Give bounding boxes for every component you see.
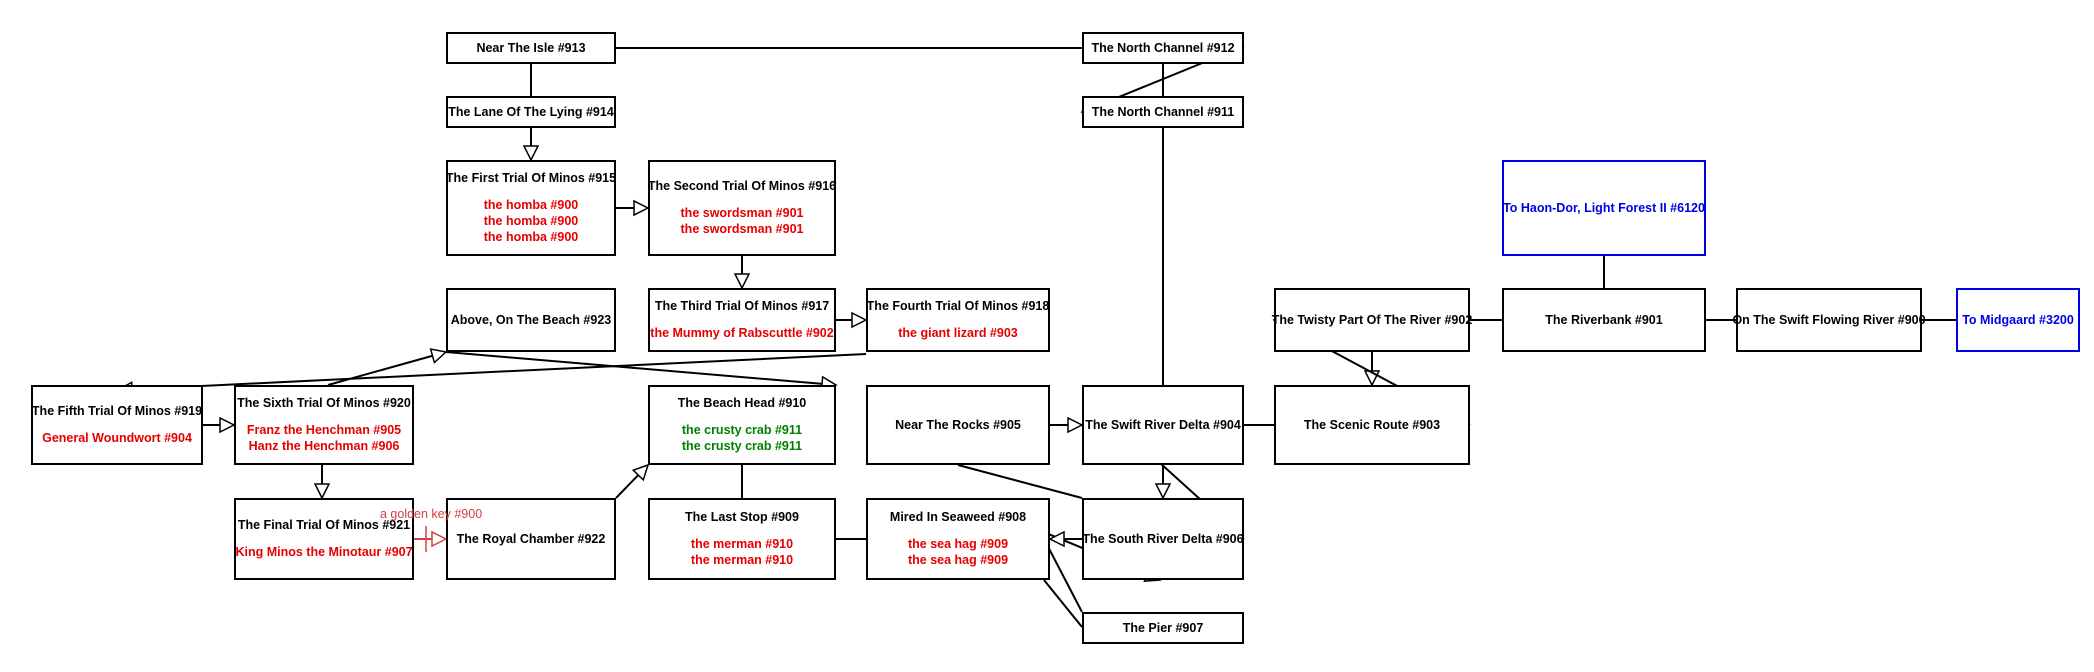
mob-entry: the homba #900 [483, 230, 579, 244]
mob-entry: the Mummy of Rabscuttle #902 [650, 326, 834, 340]
arrowhead [522, 145, 540, 162]
room-907[interactable]: The Pier #907 [1082, 612, 1244, 644]
room-title: The South River Delta #906 [1082, 532, 1244, 546]
room-title: The Third Trial Of Minos #917 [654, 299, 830, 313]
room-mob-list: the swordsman #901 the swordsman #901 [681, 205, 804, 237]
room-title: The Lane Of The Lying #914 [448, 105, 614, 119]
mob-entry: Hanz the Henchman #906 [248, 439, 400, 453]
room-title: The Twisty Part Of The River #902 [1271, 313, 1473, 327]
arrowhead [733, 273, 751, 290]
room-911[interactable]: The North Channel #911 [1082, 96, 1244, 128]
room-title: The First Trial Of Minos #915 [445, 171, 617, 185]
key-label: a golden key #900 [380, 507, 483, 521]
room-mob-list: the giant lizard #903 [898, 325, 1017, 341]
arrowhead [851, 311, 868, 329]
room-901[interactable]: The Riverbank #901 [1502, 288, 1706, 352]
mob-entry: the swordsman #901 [680, 206, 804, 220]
room-915[interactable]: The First Trial Of Minos #915 the homba #… [446, 160, 616, 256]
room-title: To Haon-Dor, Light Forest II #6120 [1503, 201, 1705, 215]
mob-entry: the merman #910 [690, 537, 794, 551]
room-title: Near The Isle #913 [476, 41, 586, 55]
room-mob-list: General Woundwort #904 [42, 430, 192, 446]
room-title: The Royal Chamber #922 [456, 532, 606, 546]
room-916[interactable]: The Second Trial Of Minos #916 the swords… [648, 160, 836, 256]
room-mob-list: the Mummy of Rabscuttle #902 [650, 325, 833, 341]
mob-entry: the homba #900 [483, 214, 579, 228]
room-917[interactable]: The Third Trial Of Minos #917 the Mummy o… [648, 288, 836, 352]
room-title: The Sixth Trial Of Minos #920 [237, 396, 411, 410]
room-904[interactable]: The Swift River Delta #904 [1082, 385, 1244, 465]
mob-entry: General Woundwort #904 [42, 431, 192, 445]
room-title: The Swift River Delta #904 [1085, 418, 1241, 432]
link-920-923 [327, 351, 447, 386]
room-mob-list: the sea hag #909 the sea hag #909 [908, 536, 1008, 568]
room-title: The Final Trial Of Minos #921 [237, 518, 411, 532]
room-905[interactable]: Near The Rocks #905 [866, 385, 1050, 465]
mob-entry: the sea hag #909 [907, 537, 1009, 551]
room-title: The Last Stop #909 [685, 510, 799, 524]
mob-entry: King Minos the Minotaur #907 [235, 545, 413, 559]
link-918-919 [117, 353, 867, 391]
room-title: The Fourth Trial Of Minos #918 [866, 299, 1050, 313]
arrowhead [219, 416, 236, 434]
room-906[interactable]: The South River Delta #906 [1082, 498, 1244, 580]
link-907-906 [1043, 579, 1083, 628]
mob-entry: the merman #910 [690, 553, 794, 567]
link-905-906 [957, 464, 1083, 499]
room-title: The Pier #907 [1122, 621, 1204, 635]
mob-entry: the swordsman #901 [680, 222, 804, 236]
link-923-910 [445, 351, 837, 386]
room-923[interactable]: Above, On The Beach #923 [446, 288, 616, 352]
room-6120[interactable]: To Haon-Dor, Light Forest II #6120 [1502, 160, 1706, 256]
room-mob-list: King Minos the Minotaur #907 [235, 544, 412, 560]
room-913[interactable]: Near The Isle #913 [446, 32, 616, 64]
link-907-908 [1043, 538, 1083, 613]
arrowhead [1067, 416, 1084, 434]
room-title: Mired In Seaweed #908 [889, 510, 1027, 524]
room-918[interactable]: The Fourth Trial Of Minos #918 the giant … [866, 288, 1050, 352]
arrowhead [429, 348, 448, 364]
room-title: To Midgaard #3200 [1962, 313, 2074, 327]
room-title: The Fifth Trial Of Minos #919 [31, 404, 203, 418]
room-914[interactable]: The Lane Of The Lying #914 [446, 96, 616, 128]
arrowhead [633, 199, 650, 217]
arrowhead [313, 483, 331, 500]
room-title: Above, On The Beach #923 [450, 313, 612, 327]
room-922[interactable]: The Royal Chamber #922 [446, 498, 616, 580]
arrowhead [431, 530, 448, 548]
room-mob-list: the homba #900 the homba #900 the homba #9… [484, 197, 578, 245]
room-900[interactable]: On The Swift Flowing River #900 [1732, 288, 1926, 352]
room-title: The Riverbank #901 [1545, 313, 1663, 327]
mob-entry: Franz the Henchman #905 [246, 423, 402, 437]
room-title: The North Channel #911 [1091, 105, 1235, 119]
room-903[interactable]: The Scenic Route #903 [1274, 385, 1470, 465]
room-title: The North Channel #912 [1091, 41, 1235, 55]
mob-entry: the crusty crab #911 [681, 439, 803, 453]
mob-entry: the homba #900 [483, 198, 579, 212]
room-title: The Second Trial Of Minos #916 [647, 179, 837, 193]
arrowhead [631, 463, 650, 482]
arrowhead [1048, 530, 1065, 548]
room-3200[interactable]: To Midgaard #3200 [1956, 288, 2080, 352]
room-mob-list: the crusty crab #911 the crusty crab #911 [682, 422, 802, 454]
mob-entry: the crusty crab #911 [681, 423, 803, 437]
mob-entry: the sea hag #909 [907, 553, 1009, 567]
room-title: The Beach Head #910 [677, 396, 807, 410]
arrowhead [1154, 483, 1172, 500]
room-912[interactable]: The North Channel #912 [1082, 32, 1244, 64]
room-title: The Scenic Route #903 [1303, 418, 1441, 432]
room-title: Near The Rocks #905 [895, 418, 1021, 432]
room-title: On The Swift Flowing River #900 [1732, 313, 1926, 327]
mob-entry: the giant lizard #903 [898, 326, 1018, 340]
room-mob-list: the merman #910 the merman #910 [691, 536, 793, 568]
room-902[interactable]: The Twisty Part Of The River #902 [1271, 288, 1473, 352]
